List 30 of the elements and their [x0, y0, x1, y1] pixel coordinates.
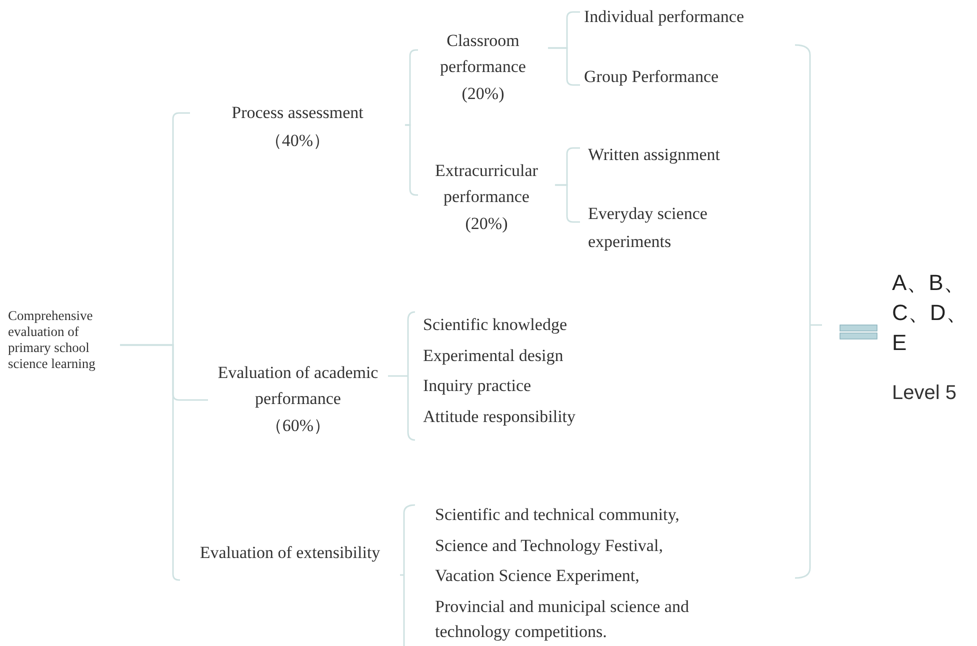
node-sublabel: Attitude responsibility	[423, 406, 577, 428]
node-sublabel: Inquiry practice	[423, 375, 532, 397]
bracket-connector	[555, 184, 580, 223]
node-sublabel: （60%）	[264, 415, 332, 437]
node-sublabel: Provincial and municipal science and technology competitions.	[435, 596, 690, 643]
node-label: Evaluation of academic performance	[216, 362, 380, 410]
node-label: Evaluation of extensibility	[198, 542, 382, 564]
node-label: Everyday science experiments	[588, 203, 708, 253]
node-sublabel: (20%)	[464, 213, 509, 235]
bracket-connector	[405, 124, 418, 196]
bracket-connector	[388, 311, 416, 441]
node-label: Process assessment	[230, 102, 364, 124]
bracket-connector	[548, 47, 580, 86]
node-sublabel: Vacation Science Experiment,	[435, 565, 640, 587]
node-label: Group Performance	[584, 66, 720, 88]
node-label: Classroom performance	[439, 30, 527, 78]
grade-label: A、B、C、D、E	[892, 269, 969, 357]
node-sublabel: Science and Technology Festival,	[435, 534, 664, 557]
node-label: Comprehensive evaluation of primary school science learning	[8, 308, 96, 372]
bracket-connector	[400, 504, 416, 646]
level-label: Level 5	[892, 381, 956, 406]
node-label: Individual performance	[584, 6, 746, 28]
node-sublabel: （40%）	[264, 130, 332, 152]
node-label: Scientific and technical community,	[435, 504, 680, 526]
node-sublabel: (20%)	[460, 83, 506, 105]
node-sublabel: Experimental design	[423, 344, 564, 367]
node-label: Scientific knowledge	[423, 314, 568, 336]
bracket-connector	[120, 344, 180, 581]
node-label: Extracurricular performance	[434, 160, 539, 208]
node-label: Written assignment	[588, 144, 721, 166]
